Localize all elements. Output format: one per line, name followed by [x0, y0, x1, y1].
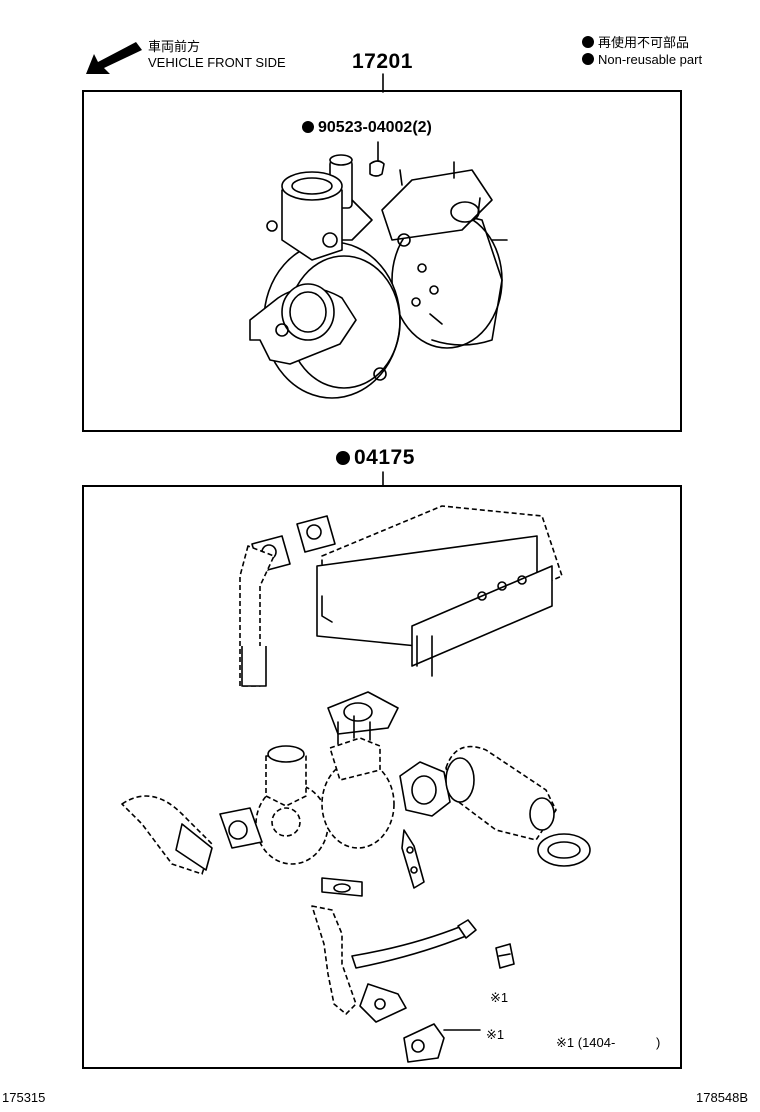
leader-line — [382, 73, 384, 93]
non-reusable-dot-icon — [302, 121, 314, 133]
direction-label-jp: 車両前方 — [148, 39, 201, 54]
callout-note-2[interactable]: ※1 — [486, 1027, 505, 1042]
legend-jp: 再使用不可部品 — [582, 32, 689, 51]
legend-en: Non-reusable part — [582, 52, 702, 67]
gasket-kit-illustration — [121, 505, 591, 1063]
bolt-callout[interactable]: 90523-04002(2) — [302, 119, 432, 137]
non-reusable-dot-icon — [582, 36, 594, 48]
arrow-down-left-icon — [86, 42, 142, 74]
non-reusable-dot-icon — [582, 53, 594, 65]
leader-line — [382, 471, 384, 487]
callout-note-1[interactable]: ※1 — [490, 990, 509, 1005]
footnote: ※1 (1404- — [556, 1035, 616, 1050]
direction-label-en: VEHICLE FRONT SIDE — [148, 55, 286, 70]
footer-left-code: 175315 — [2, 1090, 46, 1105]
turbo-assembly-panel — [82, 90, 682, 432]
assembly-part-number[interactable]: 17201 — [352, 50, 413, 73]
footer-right-code: 178548B — [696, 1090, 749, 1105]
non-reusable-dot-icon — [336, 451, 350, 465]
gasket-kit-panel — [82, 485, 682, 1069]
footnote-close: ) — [656, 1035, 661, 1050]
gasket-kit-part-number[interactable]: 04175 — [336, 446, 415, 470]
turbocharger-illustration — [249, 141, 508, 399]
